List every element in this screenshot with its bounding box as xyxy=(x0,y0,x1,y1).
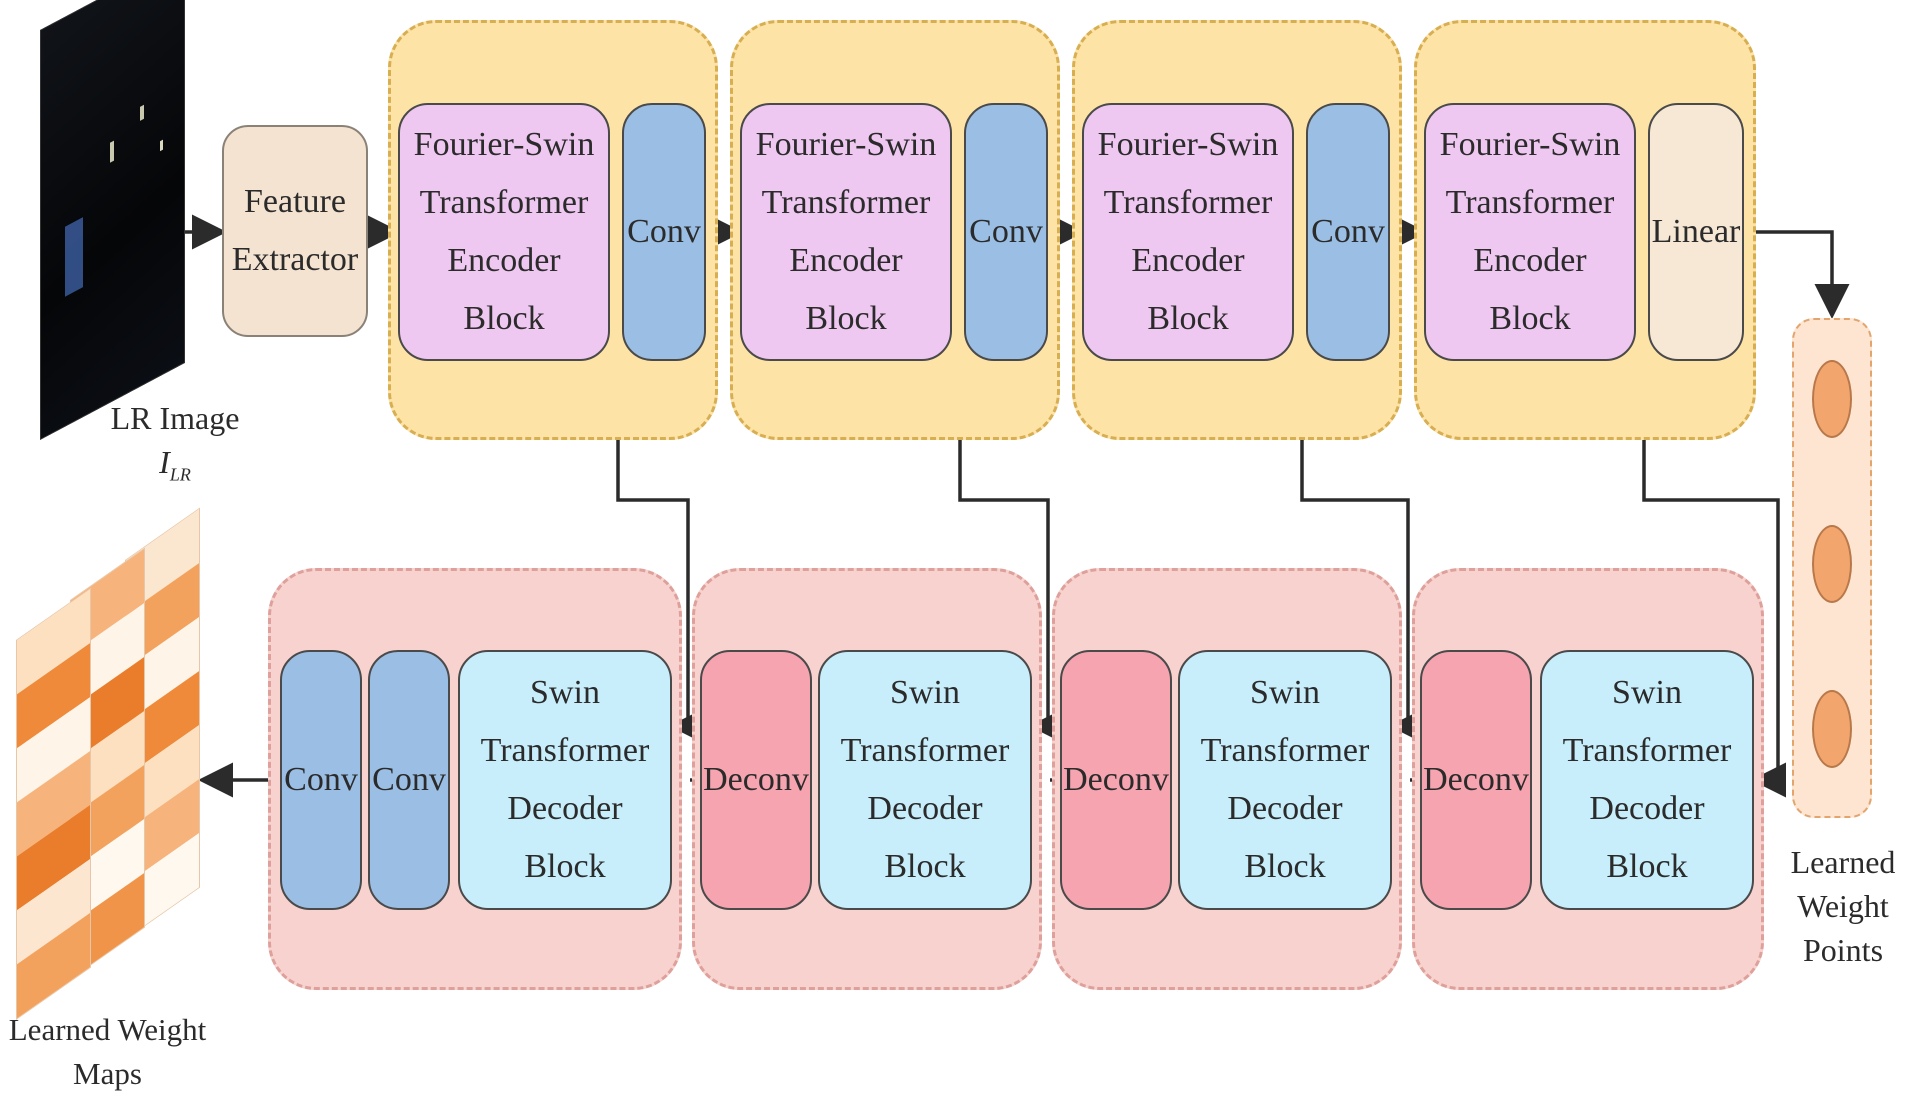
input-label-subscript: LR xyxy=(169,464,191,485)
encoder-block-text: Fourier-Swin Transformer Encoder Block xyxy=(1440,116,1621,348)
decoder-block-line: Transformer xyxy=(1200,732,1370,769)
conv-label: Conv xyxy=(1311,213,1385,250)
conv-label: Conv xyxy=(969,213,1043,250)
deconv-label: Deconv xyxy=(703,761,809,798)
encoder-block-line: Transformer xyxy=(1445,184,1615,221)
decoder-block-line: Decoder xyxy=(507,790,623,827)
conv-block-dec-2: Conv xyxy=(368,650,450,910)
encoder-block-text: Fourier-Swin Transformer Encoder Block xyxy=(414,116,595,348)
decoder-block-line: Block xyxy=(884,848,966,885)
deconv-label: Deconv xyxy=(1423,761,1529,798)
arrow-linear-to-points xyxy=(1744,230,1850,319)
fourier-swin-encoder-block-1: Fourier-Swin Transformer Encoder Block xyxy=(398,103,610,361)
decoder-block-line: Swin xyxy=(890,674,960,711)
encoder-block-line: Transformer xyxy=(761,184,931,221)
encoder-block-line: Encoder xyxy=(1131,242,1245,279)
weight-maps-label: Learned Weight Maps xyxy=(0,1008,215,1096)
swin-decoder-block-3: Swin Transformer Decoder Block xyxy=(1178,650,1392,910)
decoder-block-line: Decoder xyxy=(1227,790,1343,827)
decoder-block-line: Transformer xyxy=(840,732,1010,769)
encoder-block-text: Fourier-Swin Transformer Encoder Block xyxy=(1098,116,1279,348)
decoder-block-line: Transformer xyxy=(1562,732,1732,769)
conv-block-dec-1: Conv xyxy=(280,650,362,910)
swin-decoder-block-4: Swin Transformer Decoder Block xyxy=(1540,650,1754,910)
decoder-block-line: Block xyxy=(1606,848,1688,885)
learned-weight-map-1 xyxy=(16,587,91,1020)
swin-decoder-block-2: Swin Transformer Decoder Block xyxy=(818,650,1032,910)
deconv-label: Deconv xyxy=(1063,761,1169,798)
decoder-block-line: Decoder xyxy=(867,790,983,827)
weight-points-label-line: Learned xyxy=(1790,844,1896,880)
encoder-block-line: Fourier-Swin xyxy=(1439,126,1621,163)
lr-input-image xyxy=(40,0,185,441)
deconv-block-3: Deconv xyxy=(1420,650,1532,910)
encoder-block-line: Encoder xyxy=(789,242,903,279)
encoder-block-line: Fourier-Swin xyxy=(755,126,937,163)
input-image-label: LR Image ILR xyxy=(100,396,250,496)
decoder-block-line: Swin xyxy=(530,674,600,711)
input-label-text: LR Image xyxy=(110,400,240,436)
feature-extractor-line: Extractor xyxy=(231,241,359,278)
swin-decoder-block-1: Swin Transformer Decoder Block xyxy=(458,650,672,910)
decoder-block-line: Block xyxy=(524,848,606,885)
encoder-block-line: Transformer xyxy=(419,184,589,221)
weight-point-node xyxy=(1812,690,1852,768)
linear-label: Linear xyxy=(1651,213,1741,250)
decoder-block-line: Swin xyxy=(1612,674,1682,711)
input-label-symbol: I xyxy=(159,444,170,480)
weight-point-node xyxy=(1812,360,1852,438)
weight-point-node xyxy=(1812,525,1852,603)
fourier-swin-encoder-block-4: Fourier-Swin Transformer Encoder Block xyxy=(1424,103,1636,361)
weight-points-label: Learned Weight Points xyxy=(1768,840,1918,972)
deconv-block-1: Deconv xyxy=(700,650,812,910)
encoder-block-line: Block xyxy=(805,300,887,337)
conv-block-enc-2: Conv xyxy=(964,103,1048,361)
encoder-block-line: Fourier-Swin xyxy=(1097,126,1279,163)
fourier-swin-encoder-block-2: Fourier-Swin Transformer Encoder Block xyxy=(740,103,952,361)
decoder-block-line: Transformer xyxy=(480,732,650,769)
linear-block: Linear xyxy=(1648,103,1744,361)
fourier-swin-encoder-block-3: Fourier-Swin Transformer Encoder Block xyxy=(1082,103,1294,361)
conv-label: Conv xyxy=(627,213,701,250)
conv-label: Conv xyxy=(284,761,358,798)
conv-label: Conv xyxy=(372,761,446,798)
encoder-block-text: Fourier-Swin Transformer Encoder Block xyxy=(756,116,937,348)
encoder-block-line: Block xyxy=(1147,300,1229,337)
feature-extractor-text: Feature Extractor xyxy=(232,173,359,289)
decoder-block-text: Swin Transformer Decoder Block xyxy=(481,664,650,896)
encoder-block-line: Encoder xyxy=(447,242,561,279)
weight-points-label-line: Weight Points xyxy=(1797,888,1889,968)
encoder-block-line: Block xyxy=(1489,300,1571,337)
deconv-block-2: Deconv xyxy=(1060,650,1172,910)
decoder-block-text: Swin Transformer Decoder Block xyxy=(1563,664,1732,896)
conv-block-enc-1: Conv xyxy=(622,103,706,361)
encoder-block-line: Fourier-Swin xyxy=(413,126,595,163)
decoder-block-text: Swin Transformer Decoder Block xyxy=(841,664,1010,896)
decoder-block-text: Swin Transformer Decoder Block xyxy=(1201,664,1370,896)
decoder-block-line: Block xyxy=(1244,848,1326,885)
feature-extractor-block: Feature Extractor xyxy=(222,125,368,337)
feature-extractor-line: Feature xyxy=(244,183,346,220)
encoder-block-line: Block xyxy=(463,300,545,337)
encoder-block-line: Transformer xyxy=(1103,184,1273,221)
conv-block-enc-3: Conv xyxy=(1306,103,1390,361)
decoder-block-line: Decoder xyxy=(1589,790,1705,827)
weight-maps-label-text: Learned Weight Maps xyxy=(8,1012,207,1091)
encoder-block-line: Encoder xyxy=(1473,242,1587,279)
decoder-block-line: Swin xyxy=(1250,674,1320,711)
